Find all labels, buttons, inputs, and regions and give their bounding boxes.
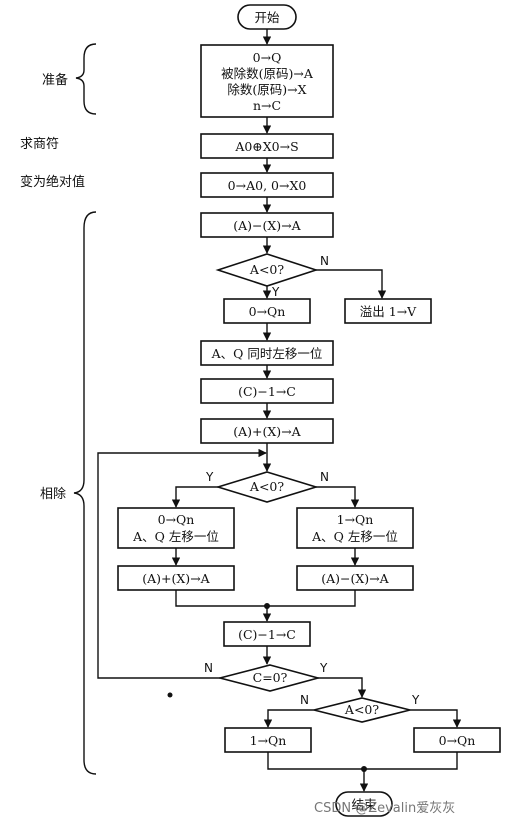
shift-label: A、Q 同时左移一位 [211, 346, 323, 361]
right-branch-line-2: A、Q 左移一位 [311, 529, 398, 544]
decision2-label: A<0? [249, 479, 284, 494]
decision2-yes: Y [205, 470, 214, 484]
start-label: 开始 [254, 10, 280, 25]
abs-box [200, 172, 334, 198]
left-op-box [117, 565, 235, 591]
decision-a-negative-3 [313, 697, 411, 723]
final-left-label: 1→Qn [250, 733, 287, 748]
prep-line-4: n→C [253, 98, 281, 113]
decision-a-negative-2 [215, 471, 319, 503]
decrement-label: (C)−1→C [238, 384, 296, 399]
left-branch-box [117, 507, 235, 549]
sign-label: A0⊕X0→S [234, 139, 298, 154]
overflow-label: 溢出 1→V [360, 304, 417, 319]
prepare-box [200, 44, 334, 118]
decrement-label-2: (C)−1→C [238, 627, 296, 642]
decision1-no: N [320, 254, 329, 268]
subtract-label: (A)−(X)→A [233, 218, 301, 233]
decision3-yes: Y [319, 661, 328, 675]
left-branch-line-1: 0→Qn [158, 512, 195, 527]
prep-line-2: 被除数(原码)→A [221, 66, 314, 81]
decision4-no: N [300, 693, 309, 707]
end-label: 结束 [351, 797, 377, 812]
brace-divide [73, 211, 97, 775]
abs-label: 0→A0, 0→X0 [228, 178, 307, 193]
label-quotient-sign: 求商符 [20, 136, 59, 152]
overflow-box [344, 298, 432, 324]
decrement-box [200, 378, 334, 404]
shift-box [200, 340, 334, 366]
label-prepare: 准备 [42, 72, 68, 88]
decision1-label: A<0? [249, 262, 284, 277]
decision1-yes: Y [271, 285, 280, 299]
watermark: CSDN @Zevalin爱灰灰 [314, 801, 455, 816]
label-abs: 变为绝对值 [20, 174, 85, 190]
decision3-label: C=0? [253, 670, 288, 685]
decision3-no: N [204, 661, 213, 675]
right-op-box [296, 565, 414, 591]
right-branch-line-1: 1→Qn [337, 512, 374, 527]
prep-line-1: 0→Q [253, 50, 282, 65]
decision-c-zero [216, 664, 322, 692]
end-terminal [335, 791, 393, 817]
set-q0-box [223, 298, 311, 324]
prep-line-3: 除数(原码)→X [227, 82, 306, 97]
brace-prepare [75, 43, 97, 115]
set-q0-label: 0→Qn [249, 304, 286, 319]
right-op-label: (A)−(X)→A [321, 571, 389, 586]
left-op-label: (A)+(X)→A [142, 571, 210, 586]
decision2-no: N [320, 470, 329, 484]
decision4-label: A<0? [344, 702, 379, 717]
left-branch-line-2: A、Q 左移一位 [132, 529, 219, 544]
final-right-label: 0→Qn [439, 733, 476, 748]
label-divide: 相除 [40, 487, 66, 502]
decision4-yes: Y [411, 693, 420, 707]
add-label: (A)+(X)→A [233, 424, 301, 439]
